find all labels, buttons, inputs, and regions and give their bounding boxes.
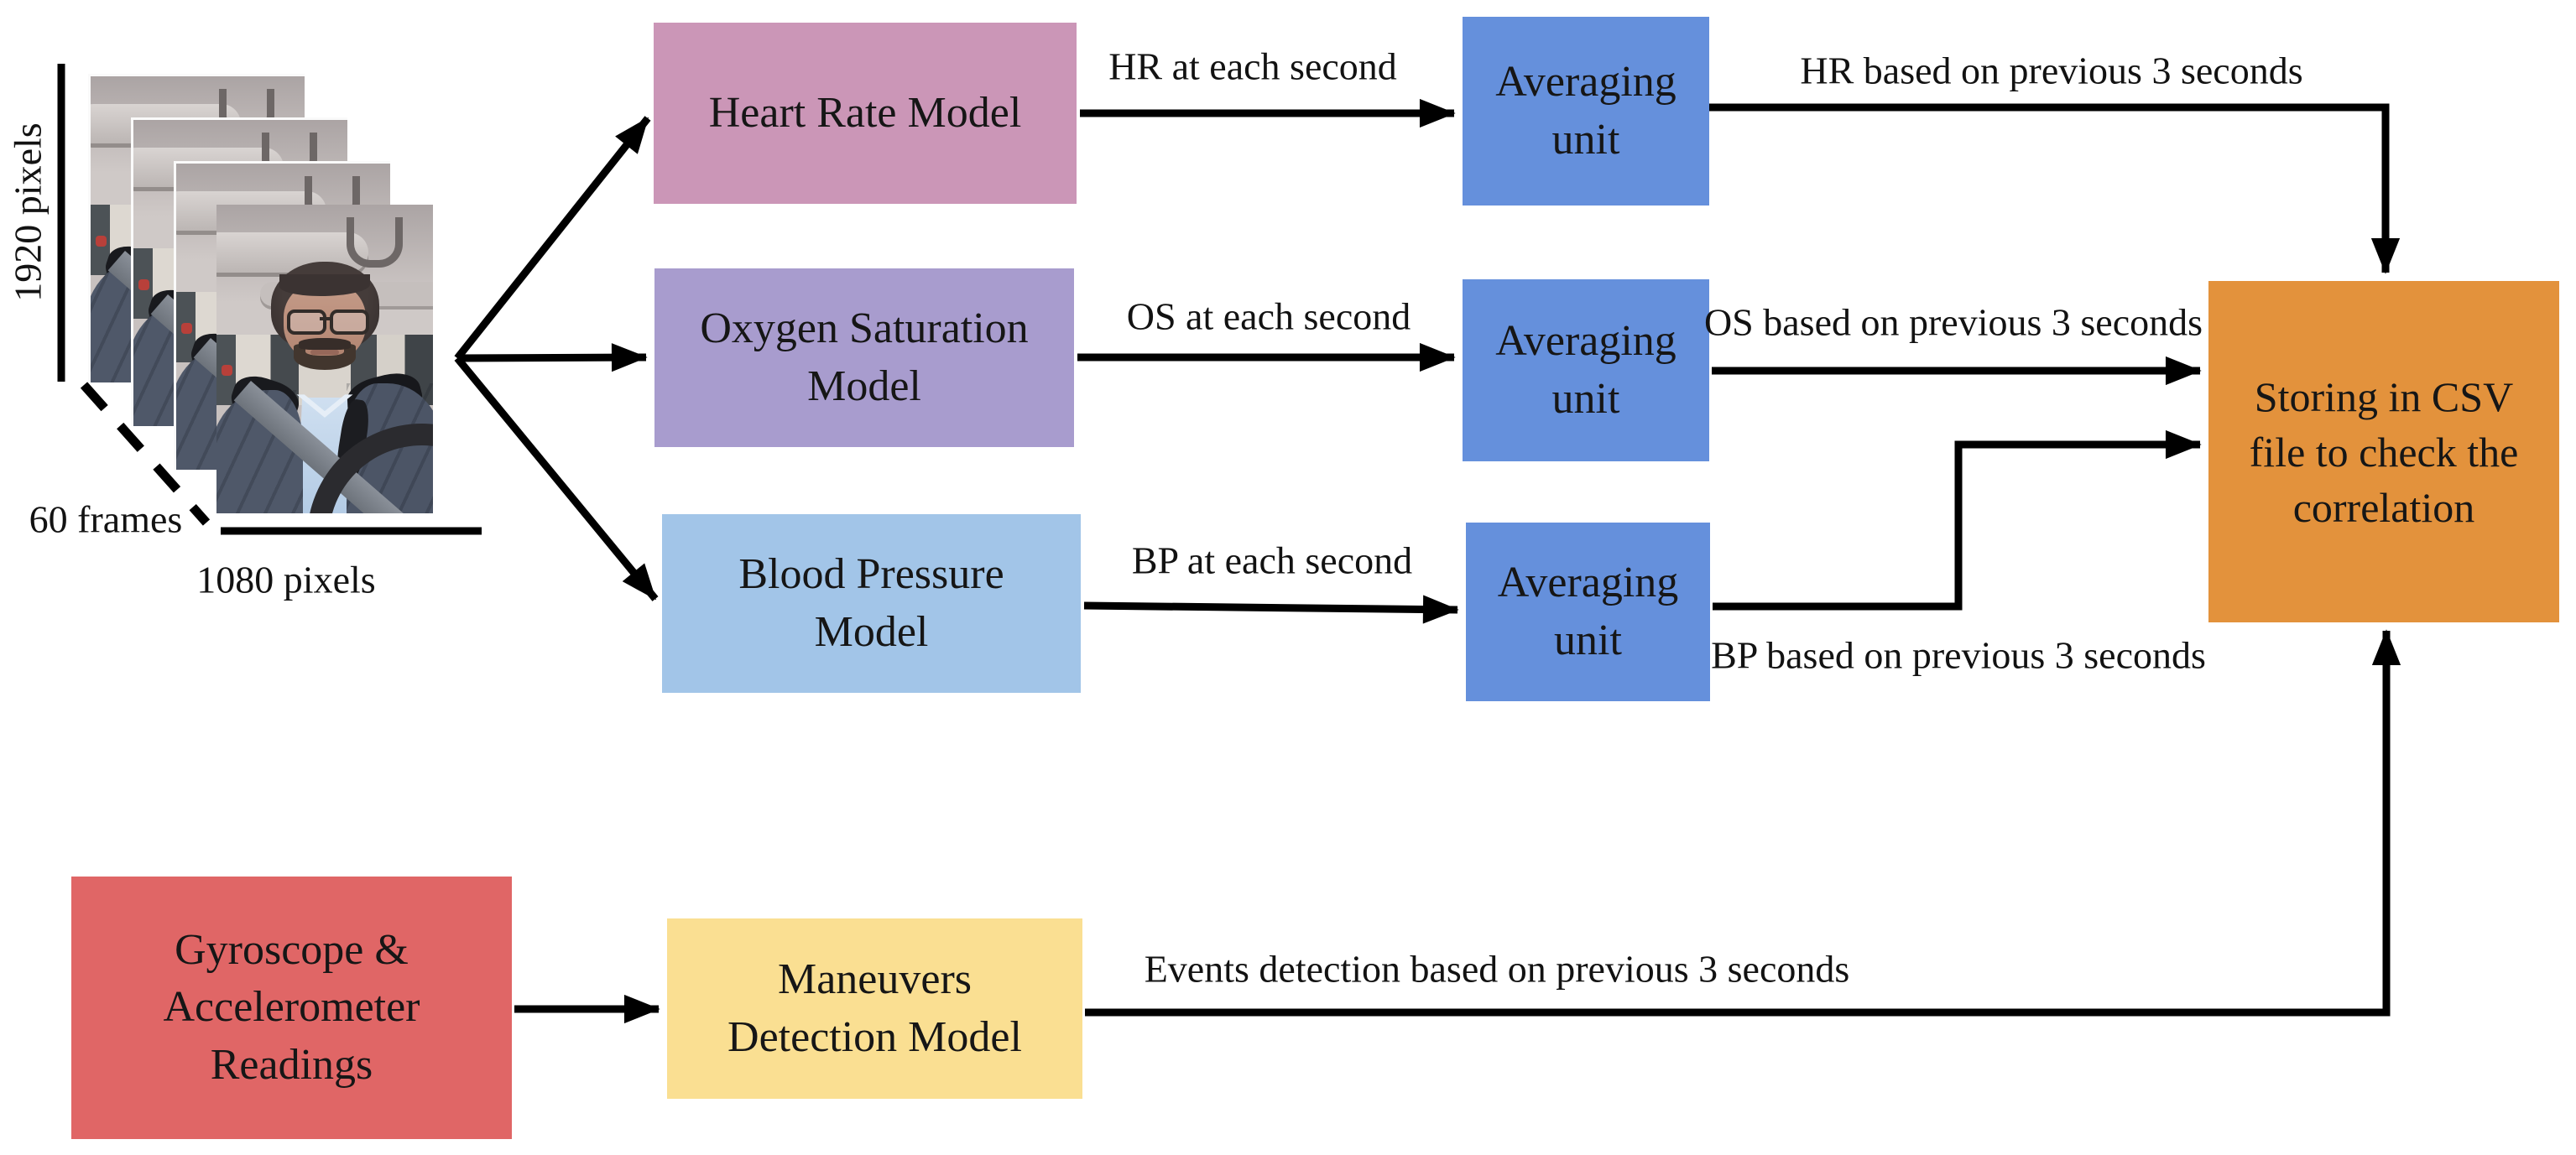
node-averaging-unit-bp: Averaging unit <box>1466 523 1710 701</box>
arrow-bp-to-averaging <box>1083 595 1459 624</box>
frame-height-label: 1920 pixels <box>6 122 50 302</box>
grab-handle <box>346 216 403 268</box>
edge-label-os-prev-3s: OS based on previous 3 seconds <box>1703 300 2203 344</box>
driver-mouth <box>310 349 339 355</box>
arrow-frames-to-hr-model <box>454 116 651 361</box>
arrow-frames-to-os-model <box>456 343 648 372</box>
frame-count-label: 60 frames <box>29 497 183 541</box>
arrow-events-to-storing <box>1085 629 2401 1017</box>
edge-label-bp-prev-3s: BP based on previous 3 seconds <box>1711 633 2206 677</box>
edge-label-bp-each-second: BP at each second <box>1131 538 1413 582</box>
brake-light-dot <box>222 365 233 377</box>
edge-label-hr-prev-3s: HR based on previous 3 seconds <box>1800 49 2303 92</box>
frame-width-label: 1080 pixels <box>196 558 376 601</box>
brake-light-dot <box>96 235 107 247</box>
brake-light-dot <box>181 322 193 334</box>
arrow-frames-to-bp-model <box>454 356 659 601</box>
node-averaging-unit-hr: Averaging unit <box>1463 17 1709 206</box>
glasses-bridge <box>319 316 331 320</box>
depth-dashed-line <box>80 382 211 526</box>
hair-fringe <box>279 273 371 296</box>
edge-label-os-each-second: OS at each second <box>1126 294 1411 338</box>
glasses-right-lens <box>330 310 370 336</box>
driver-mustache <box>299 338 351 350</box>
node-maneuvers-detection-model: Maneuvers Detection Model <box>667 918 1082 1099</box>
brake-light-dot <box>138 278 150 290</box>
arrow-hr-to-storing <box>1709 103 2401 274</box>
node-blood-pressure-model: Blood Pressure Model <box>662 514 1081 693</box>
arrow-bp-to-storing <box>1713 429 2202 611</box>
video-frame-front <box>216 205 433 513</box>
edge-label-events-prev-3s: Events detection based on previous 3 sec… <box>1144 947 1850 991</box>
node-averaging-unit-os: Averaging unit <box>1463 279 1709 461</box>
glasses-left-lens <box>286 310 326 336</box>
node-heart-rate-model: Heart Rate Model <box>654 23 1077 204</box>
edge-label-hr-each-second: HR at each second <box>1108 44 1397 88</box>
node-storing-csv: Storing in CSV file to check the correla… <box>2208 281 2559 622</box>
node-gyroscope-accelerometer: Gyroscope & Accelerometer Readings <box>71 877 512 1139</box>
jacket-left <box>216 389 304 513</box>
node-oxygen-saturation-model: Oxygen Saturation Model <box>654 268 1074 447</box>
